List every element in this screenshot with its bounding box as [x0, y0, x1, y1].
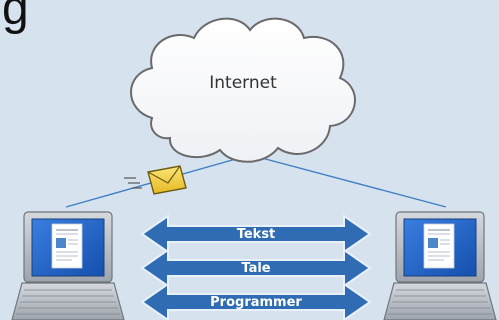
connection-line-right	[257, 156, 447, 208]
cloud-label: Internet	[209, 73, 277, 93]
laptop-icon-left	[11, 211, 125, 320]
page-title-fragment: g	[2, 0, 29, 35]
channel-label-tekst: Tekst	[237, 227, 276, 242]
document-icon	[51, 223, 83, 269]
channel-label-tale: Tale	[241, 261, 270, 276]
channel-arrow-programmer: Programmer	[140, 282, 372, 320]
channel-label-programmer: Programmer	[210, 295, 302, 310]
cloud-icon: Internet	[130, 17, 356, 163]
laptop-icon-right	[383, 211, 497, 320]
document-icon	[423, 223, 455, 269]
channel-arrow-tale: Tale	[140, 248, 372, 288]
channel-arrow-tekst: Tekst	[140, 214, 372, 254]
envelope-icon	[124, 165, 187, 195]
